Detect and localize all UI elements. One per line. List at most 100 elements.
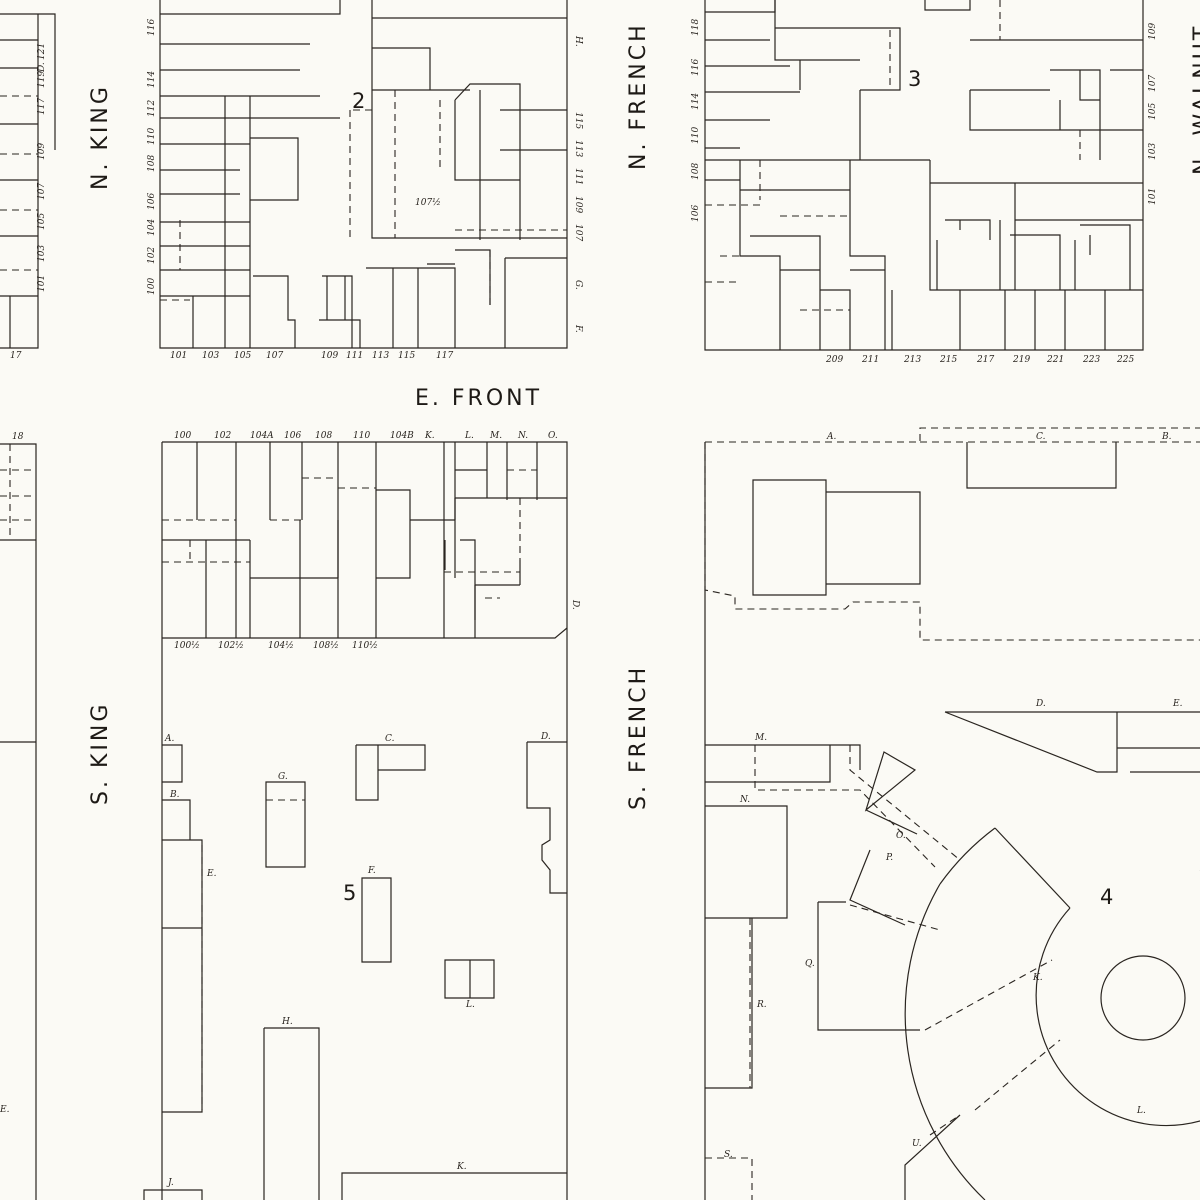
b4-letter: S.	[724, 1150, 733, 1160]
b5-address: 110½	[352, 640, 378, 651]
b3-address: 215	[939, 355, 957, 365]
b5-letter: F.	[367, 866, 376, 876]
b2-address: 109	[573, 196, 583, 213]
b2-address: 113	[372, 351, 389, 361]
b5-letter: L.	[465, 1000, 475, 1010]
b3-address: 107	[1148, 75, 1158, 92]
b1-address: 103	[37, 245, 47, 262]
b5-letter: A.	[164, 734, 174, 744]
street-n-walnut: N. WALNUT	[1190, 24, 1200, 175]
b4-letter: P.	[885, 853, 893, 863]
b5-address: 110	[353, 431, 370, 441]
b3-address: 223	[1082, 355, 1100, 365]
b3-address: 221	[1046, 355, 1064, 365]
b2-address: 107½	[415, 197, 441, 208]
b5-letter: E.	[206, 869, 217, 879]
b3-address: 211	[861, 355, 879, 365]
b3-address: 219	[1012, 355, 1030, 365]
b6-address: 18	[12, 432, 24, 442]
b5-letter: D.	[570, 599, 580, 610]
b5-letter: C.	[385, 734, 395, 744]
b3-address: 213	[903, 355, 921, 365]
b2-address: 108	[147, 155, 157, 172]
b5-letter: B.	[169, 790, 180, 800]
b2-address: 105	[234, 351, 251, 361]
b1-address: 121	[37, 43, 47, 60]
block-2	[159, 0, 568, 349]
b5-address: 100	[174, 431, 191, 441]
b5-address: 108	[315, 431, 332, 441]
b4-letter: U.	[912, 1139, 922, 1149]
b1-address: 107	[37, 183, 47, 200]
b5-address-labels: 100 102 104A 106 108 110 104B K. L. M. N…	[164, 431, 580, 1188]
block-5	[143, 441, 568, 1200]
b2-address: 115	[398, 351, 415, 361]
b5-address: 104B	[390, 431, 414, 441]
b3-address: 105	[1148, 103, 1158, 120]
b5-letter: K.	[424, 431, 435, 441]
b1-address: 119	[37, 71, 47, 88]
b4-letter: E.	[1172, 699, 1183, 709]
b5-letter: H.	[281, 1017, 293, 1027]
street-e-front: E. FRONT	[415, 386, 542, 411]
block-1-top-left	[0, 13, 56, 349]
b4-letter: O.	[896, 831, 906, 841]
b1-address: 109	[37, 143, 47, 160]
block-6-bottom-left	[0, 443, 37, 1200]
b2-address: 103	[202, 351, 219, 361]
b5-address: 102½	[218, 640, 244, 651]
left-edge-letter: E.	[0, 1105, 10, 1115]
b4-letter: R.	[756, 1000, 767, 1010]
b5-address: 100½	[174, 640, 200, 651]
b2-address: 110	[147, 128, 157, 145]
b2-address-labels: 116 114 112 110 108 106 104 102 100 101 …	[147, 19, 583, 361]
b3-address: 101	[1148, 188, 1158, 205]
b3-address: 118	[691, 19, 701, 36]
b4-letter: B.	[1161, 432, 1172, 442]
b2-address: 114	[147, 71, 157, 88]
b2-address: 111	[346, 351, 363, 361]
b5-letter: G.	[278, 772, 288, 782]
b3-address: 114	[691, 93, 701, 110]
b2-letter: H.	[573, 35, 583, 47]
b5-letter: J.	[166, 1178, 174, 1188]
b5-letter: N.	[517, 431, 528, 441]
b5-letter: D.	[540, 732, 551, 742]
b2-address: 111	[573, 168, 583, 185]
block-3	[704, 0, 1144, 351]
b5-letter: O.	[548, 431, 558, 441]
b4-letter: Q.	[805, 959, 815, 969]
b2-letter: F.	[573, 324, 583, 333]
block-number-4: 4	[1100, 885, 1113, 909]
b5-address: 104½	[268, 640, 294, 651]
b5-address: 106	[284, 431, 301, 441]
b5-letter: L.	[464, 431, 474, 441]
b1-address: 117	[37, 98, 47, 115]
street-n-french: N. FRENCH	[626, 22, 651, 170]
b3-address-labels: 118 116 114 110 108 106 209 211 213 215 …	[691, 19, 1158, 365]
b1-address-column: 121 119 117 109 107 105 103 101 D. 17	[10, 43, 47, 361]
b3-address: 110	[691, 127, 701, 144]
b2-address: 112	[147, 100, 157, 117]
b4-letter: K.	[1032, 973, 1043, 983]
b3-address: 103	[1148, 143, 1158, 160]
b4-letter-labels: A. B. C. D. E. M. N. O. P. Q. R. K. L. U…	[724, 432, 1183, 1160]
street-n-king: N. KING	[88, 84, 113, 190]
b4-letter: D.	[1035, 699, 1046, 709]
b3-address: 225	[1116, 355, 1134, 365]
b3-address: 209	[825, 355, 843, 365]
b3-address: 217	[976, 355, 994, 365]
b2-address: 115	[573, 112, 583, 129]
block-number-2: 2	[352, 89, 365, 113]
b3-address: 108	[691, 163, 701, 180]
b3-address: 106	[691, 205, 701, 222]
block-number-5: 5	[343, 881, 356, 905]
b1-address: 101	[37, 275, 47, 292]
b4-letter: L.	[1136, 1106, 1146, 1116]
b2-letter: G.	[573, 280, 583, 290]
b1-address: 105	[37, 213, 47, 230]
b2-address: 102	[147, 247, 157, 264]
street-s-king: S. KING	[88, 702, 113, 805]
